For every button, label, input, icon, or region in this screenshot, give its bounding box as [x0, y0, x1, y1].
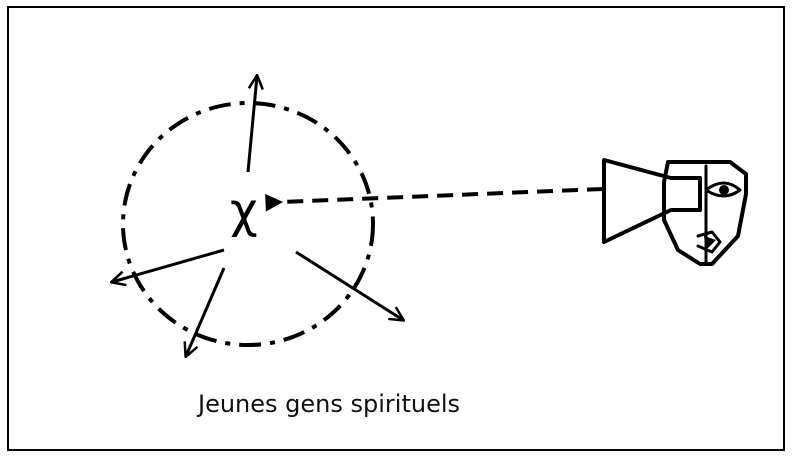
diagram-frame [7, 6, 785, 451]
observer-face-icon [602, 158, 748, 266]
observer-pupil [719, 185, 729, 195]
arrow-left [112, 248, 225, 282]
arrow-down-right [295, 250, 403, 320]
dashed-arrow-to-center [265, 187, 604, 212]
arrow-up [246, 76, 257, 173]
boundary-circle [121, 101, 375, 347]
diagram-caption: Jeunes gens spirituels [198, 390, 461, 418]
center-symbol: χ [230, 183, 258, 239]
observer-lip [704, 236, 716, 250]
arrow-down-left [186, 267, 226, 356]
